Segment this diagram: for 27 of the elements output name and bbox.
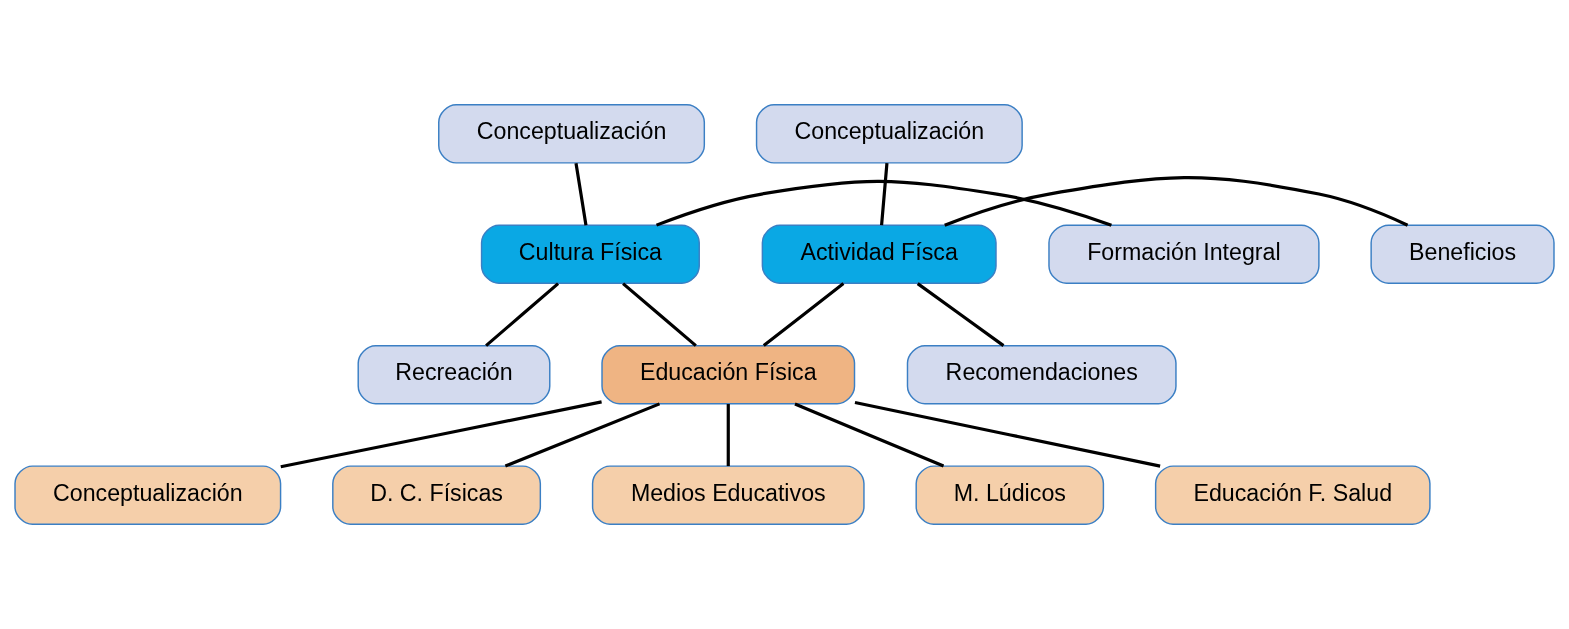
connector — [504, 402, 661, 468]
node-box: Formación Integral — [1048, 224, 1320, 285]
connector — [622, 282, 697, 347]
connector — [574, 162, 588, 226]
connector — [916, 282, 1005, 347]
node-box: Conceptualización — [755, 104, 1023, 164]
node-box: Actividad Físca — [761, 224, 997, 285]
connector — [655, 179, 1112, 227]
node-box: Recomendaciones — [906, 344, 1177, 405]
node-box: Cultura Física — [480, 224, 700, 285]
node-box: Educación F. Salud — [1154, 465, 1431, 525]
node-box: Beneficios — [1370, 224, 1555, 285]
connector — [726, 404, 730, 467]
node-box: Conceptualización — [14, 465, 282, 525]
connector — [485, 282, 560, 347]
node-box: Conceptualización — [438, 104, 706, 164]
connector — [880, 163, 889, 226]
node-box: Medios Educativos — [591, 465, 865, 525]
node-box: Educación Física — [601, 344, 856, 405]
connector — [794, 402, 945, 468]
connector — [280, 400, 602, 469]
node-box: M. Lúdicos — [915, 465, 1105, 525]
connector — [854, 401, 1161, 468]
connector — [944, 175, 1409, 227]
node-box: Recreación — [357, 344, 551, 405]
node-box: D. C. Físicas — [332, 465, 542, 525]
connector — [762, 282, 845, 347]
